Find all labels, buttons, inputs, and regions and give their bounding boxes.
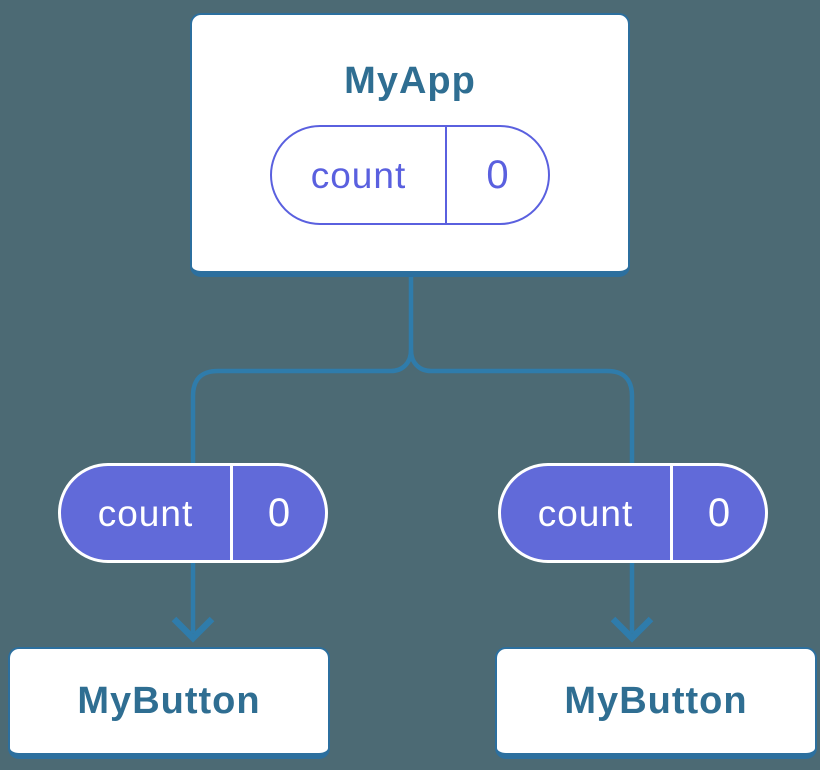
root-state-name: count <box>272 127 447 223</box>
right-prop-name: count <box>501 466 673 560</box>
root-component-card: MyApp count 0 <box>190 13 630 277</box>
left-prop-pill: count 0 <box>58 463 328 563</box>
left-prop-value: 0 <box>267 491 291 535</box>
right-child-component-card: MyButton <box>495 647 817 759</box>
right-prop-pill: count 0 <box>498 463 768 563</box>
right-prop-value: 0 <box>707 491 731 535</box>
arrow-right-head-icon <box>610 616 654 643</box>
left-child-component-card: MyButton <box>8 647 330 759</box>
left-child-component-title: MyButton <box>77 680 261 722</box>
arrow-left-head-icon <box>171 616 215 643</box>
root-state-pill: count 0 <box>270 125 550 225</box>
right-child-component-title: MyButton <box>564 680 748 722</box>
connector-branch-right <box>408 349 635 464</box>
root-state-value: 0 <box>486 153 509 197</box>
root-component-title: MyApp <box>344 60 476 102</box>
connector-branch-left <box>190 271 414 464</box>
left-prop-name: count <box>61 466 233 560</box>
